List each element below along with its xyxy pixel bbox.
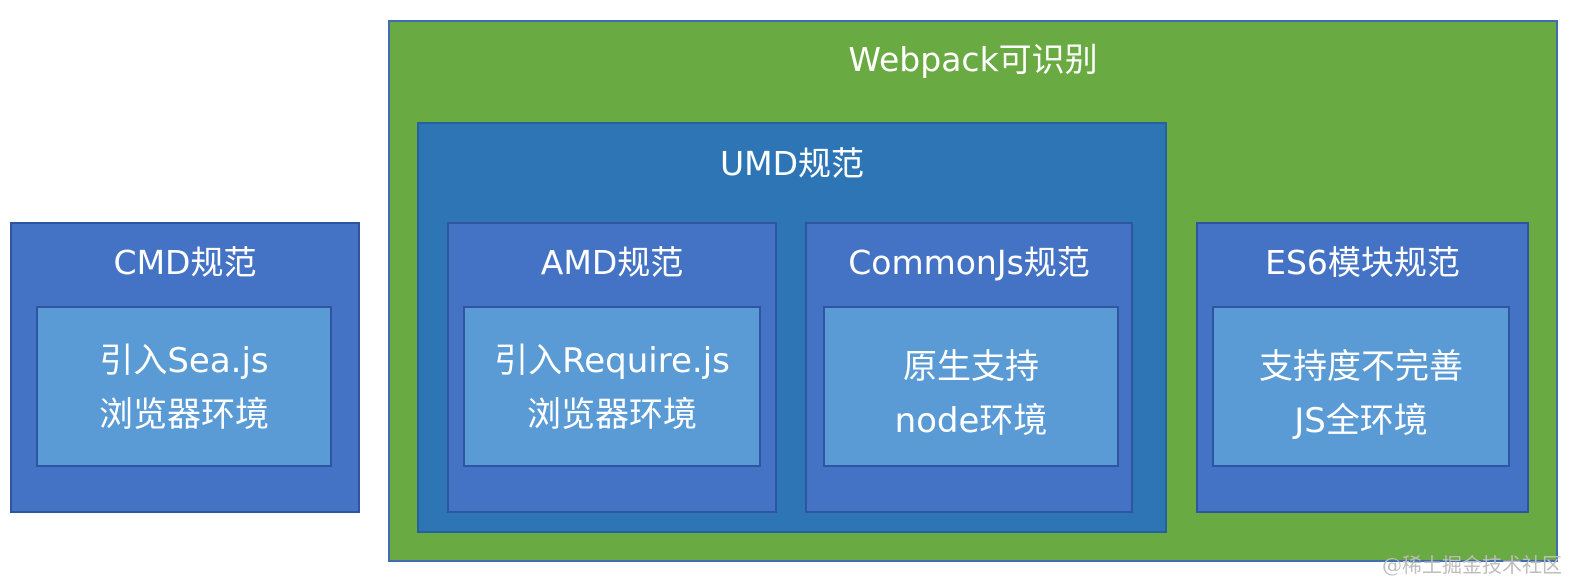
cmd-detail-text: 引入Sea.js 浏览器环境 bbox=[38, 334, 330, 442]
amd-detail-line-1: 引入Require.js bbox=[494, 341, 730, 381]
cmd-detail-line-2: 浏览器环境 bbox=[99, 395, 269, 435]
commonjs-detail-line-1: 原生支持 bbox=[903, 347, 1039, 387]
umd-title: UMD规范 bbox=[719, 144, 865, 183]
amd-detail-line-2: 浏览器环境 bbox=[527, 395, 697, 435]
amd-detail-box: 引入Require.js 浏览器环境 bbox=[463, 306, 761, 467]
es6-detail-box: 支持度不完善 JS全环境 bbox=[1212, 306, 1510, 467]
commonjs-detail-line-2: node环境 bbox=[894, 401, 1048, 441]
commonjs-detail-box: 原生支持 node环境 bbox=[823, 306, 1119, 467]
es6-detail-line-2: JS全环境 bbox=[1294, 401, 1428, 441]
commonjs-spec-title: CommonJs规范 bbox=[848, 243, 1090, 282]
watermark: @稀土掘金技术社区 bbox=[1382, 553, 1562, 577]
cmd-detail-box: 引入Sea.js 浏览器环境 bbox=[36, 306, 332, 467]
webpack-title: Webpack可识别 bbox=[848, 40, 1098, 79]
amd-spec-title: AMD规范 bbox=[540, 243, 684, 282]
es6-detail-line-1: 支持度不完善 bbox=[1259, 347, 1463, 387]
cmd-spec-title: CMD规范 bbox=[113, 243, 257, 282]
es6-detail-text: 支持度不完善 JS全环境 bbox=[1214, 340, 1508, 448]
cmd-detail-line-1: 引入Sea.js bbox=[99, 341, 269, 381]
commonjs-detail-text: 原生支持 node环境 bbox=[825, 340, 1117, 448]
amd-detail-text: 引入Require.js 浏览器环境 bbox=[465, 334, 759, 442]
es6-spec-title: ES6模块规范 bbox=[1265, 243, 1460, 282]
